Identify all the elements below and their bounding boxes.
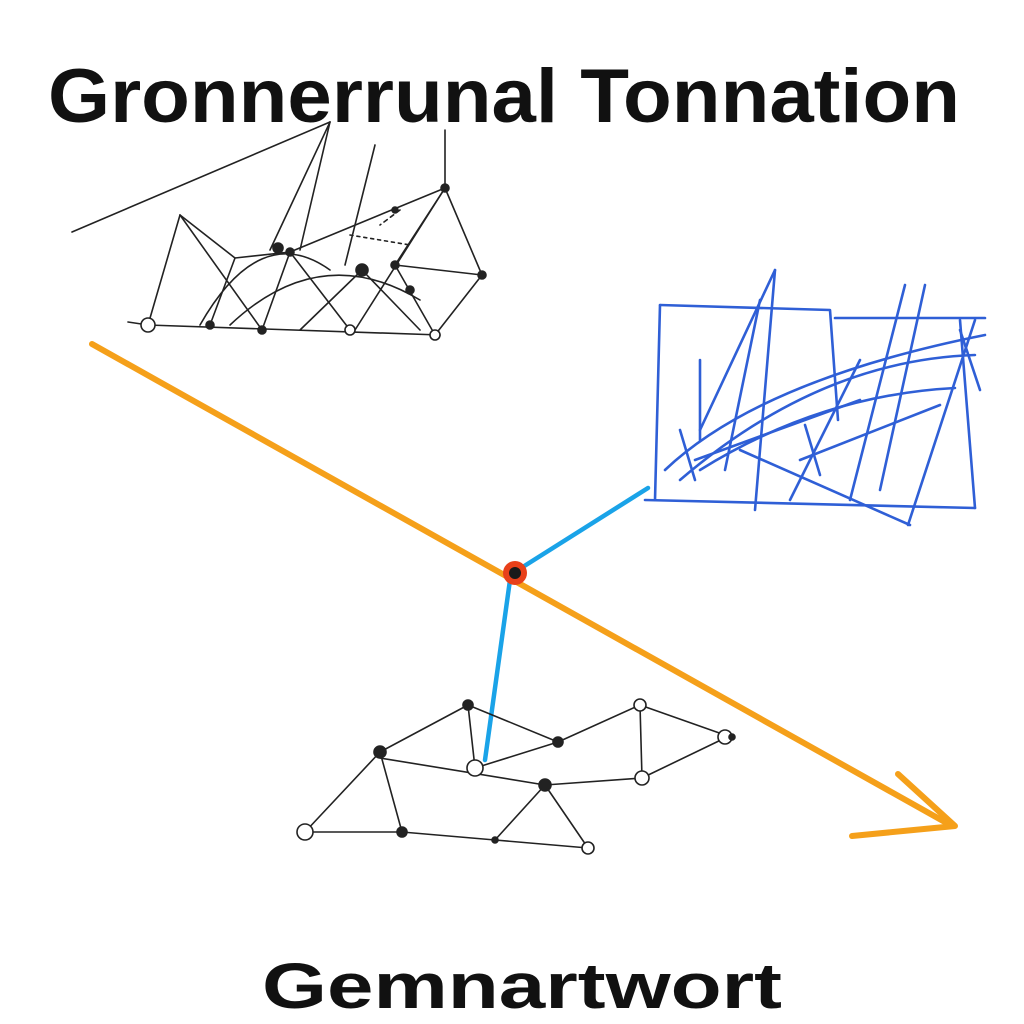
top-network-graph: [71, 121, 487, 341]
blue-scribble-panel: [643, 268, 987, 527]
central-hub-node: [503, 561, 527, 585]
hub-connectors: [482, 485, 651, 763]
bottom-network-graph: [296, 698, 736, 855]
diagram-title: Gronnerrunal Tonnation: [48, 54, 960, 139]
diagram-caption: Gemnartwort: [262, 950, 782, 1022]
main-arrow: [89, 341, 958, 839]
